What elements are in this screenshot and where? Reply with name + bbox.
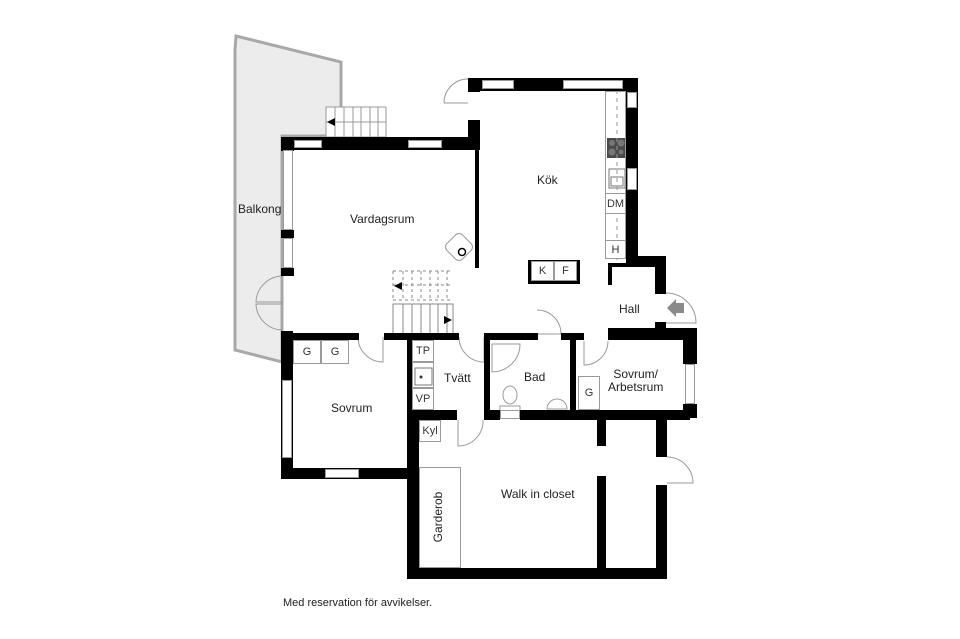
wall xyxy=(407,411,419,579)
room-label-hall: Hall xyxy=(619,302,640,316)
window xyxy=(325,469,359,478)
wall xyxy=(656,485,667,578)
kyl: Kyl xyxy=(419,420,441,442)
window xyxy=(627,168,637,190)
window xyxy=(482,80,514,89)
door-arc xyxy=(357,336,384,363)
wall xyxy=(655,322,666,330)
door-arc xyxy=(443,78,469,104)
kitchen-dm: DM xyxy=(605,193,626,214)
window xyxy=(283,238,293,268)
entrance-arrow-icon xyxy=(667,299,684,317)
disclaimer-text: Med reservation för avvikelser. xyxy=(283,597,433,609)
wall xyxy=(407,410,457,420)
toilet-icon xyxy=(502,385,518,405)
door-arc xyxy=(458,336,485,363)
door-arc xyxy=(536,309,562,335)
window xyxy=(294,140,322,148)
room-label-kok: Kök xyxy=(537,173,558,187)
room-label-garderob: Garderob xyxy=(431,491,445,543)
window xyxy=(563,80,623,89)
room-label-balkong: Balkong xyxy=(238,202,282,216)
shower xyxy=(491,343,521,373)
room-label-bad: Bad xyxy=(524,370,546,384)
fireplace-circle xyxy=(457,247,467,257)
wall xyxy=(520,410,690,420)
fireplace xyxy=(445,233,473,261)
wall xyxy=(281,268,294,276)
washbasin-icon xyxy=(546,398,568,410)
arbetsrum-wardrobe-g: G xyxy=(578,376,600,410)
door-arc xyxy=(457,419,484,447)
wall xyxy=(384,333,459,340)
window xyxy=(627,92,637,108)
interior-stairs xyxy=(392,270,454,335)
wall xyxy=(281,333,359,340)
wall xyxy=(484,410,500,420)
wall xyxy=(597,418,606,446)
balcony-door-arc xyxy=(255,303,284,331)
stairs-up-arrow-icon xyxy=(444,316,452,324)
room-label-sovrum: Sovrum xyxy=(331,401,373,415)
room-label-walk-in-closet: Walk in closet xyxy=(501,487,575,501)
room-label-vardagsrum: Vardagsrum xyxy=(350,212,415,226)
door-arc xyxy=(583,340,609,366)
wall xyxy=(608,263,612,285)
window xyxy=(685,364,695,404)
tvatt-sink-box xyxy=(412,362,434,388)
window xyxy=(282,380,292,458)
tvatt-tp: TP xyxy=(412,340,434,362)
laundry-sink-icon xyxy=(414,367,433,386)
window xyxy=(408,140,442,148)
wall xyxy=(655,256,666,294)
wall xyxy=(656,410,667,457)
wall xyxy=(608,328,688,340)
island-f: F xyxy=(554,261,577,281)
door-arc xyxy=(666,456,694,484)
wall xyxy=(281,230,294,238)
wall xyxy=(683,328,697,364)
stairs-arrow-icon xyxy=(327,118,335,126)
wall xyxy=(597,476,606,578)
balcony-door-arc xyxy=(255,275,284,303)
garderob-wardrobe xyxy=(419,467,461,568)
counter xyxy=(605,91,626,259)
sovrum-wardrobe-g1: G xyxy=(293,340,321,364)
tvatt-vp: VP xyxy=(412,388,434,410)
sovrum-wardrobe-g2: G xyxy=(321,340,349,364)
wall xyxy=(281,137,294,151)
window xyxy=(283,150,293,230)
wall xyxy=(475,150,479,268)
room-label-sovrum-arbetsrum-line2: Arbetsrum xyxy=(608,380,664,394)
wall xyxy=(570,333,576,417)
balcony-area xyxy=(233,34,343,364)
wall xyxy=(484,333,490,419)
window xyxy=(500,410,520,419)
entrance-door-arc xyxy=(665,292,697,324)
outdoor-stairs xyxy=(325,106,387,138)
room-label-sovrum-arbetsrum-line1: Sovrum/ xyxy=(613,367,659,381)
wall xyxy=(407,568,667,579)
wall xyxy=(608,263,656,267)
wall xyxy=(626,256,666,266)
room-label-tvatt: Tvätt xyxy=(444,371,471,385)
wall xyxy=(468,120,480,150)
room-label-sovrum-arbetsrum: Sovrum/ Arbetsrum xyxy=(608,368,663,394)
kitchen-h: H xyxy=(605,240,626,259)
stairs-down-arrow-icon xyxy=(394,282,402,290)
wall xyxy=(407,333,412,411)
wall xyxy=(484,333,538,340)
island-k: K xyxy=(531,261,554,281)
